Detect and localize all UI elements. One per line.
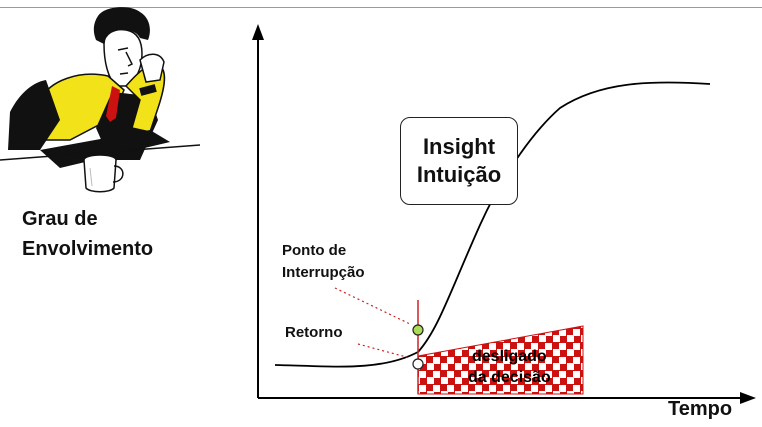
thinking-man-illustration <box>0 7 201 193</box>
insight-label: Insight <box>422 134 496 159</box>
y-axis-arrow-icon <box>252 24 264 40</box>
insight-box: Insight Intuição <box>400 117 518 205</box>
interruption-annotation: Ponto de Interrupção <box>282 242 365 281</box>
top-rule <box>0 7 762 8</box>
interruption-point <box>412 324 424 336</box>
intuition-label: Intuição <box>416 162 502 187</box>
return-annotation: Retorno <box>285 324 343 341</box>
y-axis-label: Grau de Envolvimento <box>22 208 154 260</box>
return-leader <box>357 343 411 359</box>
axes <box>252 24 756 404</box>
off-decision-label: desligado da decisão <box>468 348 551 386</box>
involvement-curve <box>274 81 711 368</box>
x-axis-label: Tempo <box>668 398 733 420</box>
coffee-mug-icon <box>83 154 124 193</box>
x-axis-arrow-icon <box>740 392 756 404</box>
interruption-leader <box>334 287 411 325</box>
return-point <box>412 358 424 370</box>
